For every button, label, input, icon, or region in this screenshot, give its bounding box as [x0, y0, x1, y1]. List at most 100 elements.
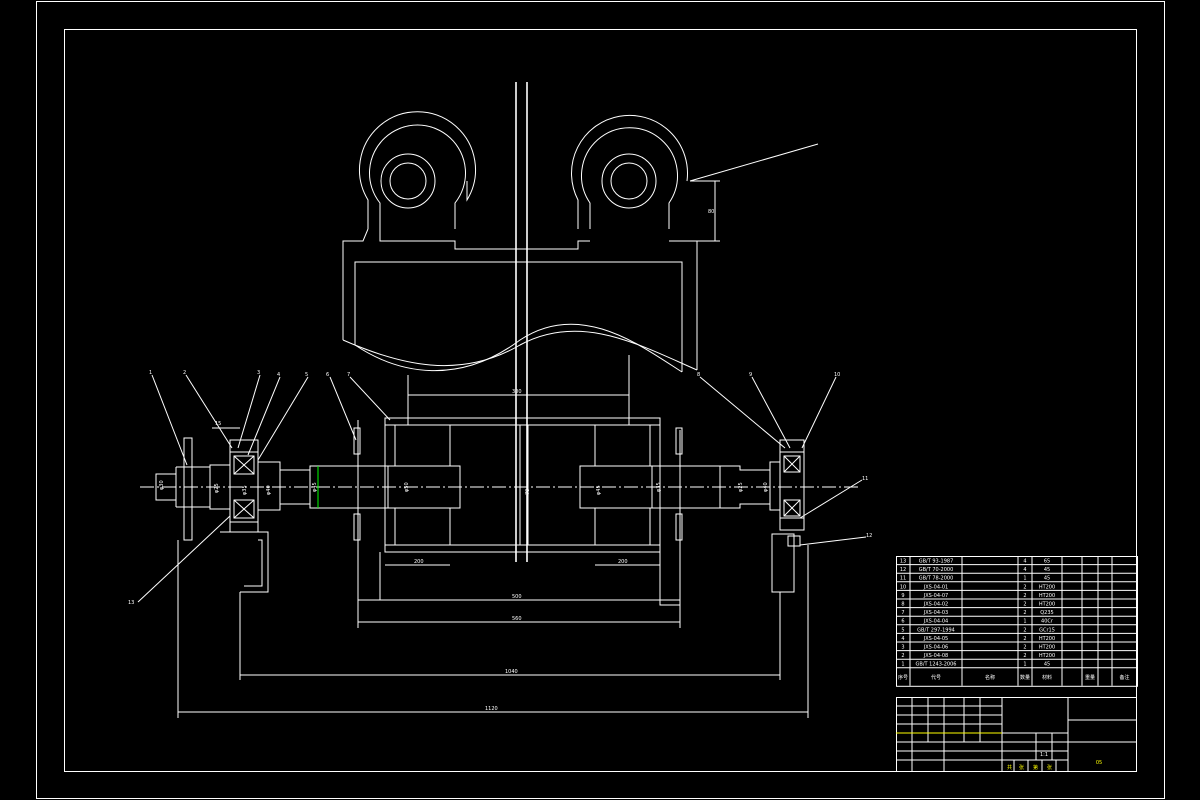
bom-header-name: 名称: [985, 674, 995, 681]
dim-bearing-span: 1040: [505, 669, 518, 675]
sheet-unit-label-2: 张: [1047, 764, 1052, 771]
bom-cell-qty: 2: [1023, 602, 1026, 608]
outer-border: [36, 1, 1165, 799]
bom-cell-code: JXS-04-04: [923, 619, 948, 625]
sheet-unit-label-1: 张: [1019, 764, 1024, 771]
dim-shaft-right: φ45: [596, 485, 602, 495]
bom-cell-no: 10: [900, 584, 906, 590]
callout-9: 9: [749, 372, 752, 378]
bom-header-code: 代号: [931, 674, 941, 681]
dim-left-d3: φ40: [266, 485, 272, 495]
dim-vertical-right: 80: [708, 209, 714, 215]
sheet-index-label: 第: [1033, 764, 1038, 771]
callout-11: 11: [862, 476, 868, 482]
bom-cell-material: 65: [1044, 559, 1050, 565]
dim-right-d3: φ40: [763, 482, 769, 492]
bom-cell-qty: 1: [1023, 576, 1026, 582]
bom-cell-no: 3: [901, 645, 904, 651]
dim-center-length: 70: [525, 489, 531, 495]
bom-cell-code: GB/T 78-2000: [919, 576, 954, 582]
bom-cell-material: HT200: [1039, 593, 1055, 599]
bom-cell-qty: 2: [1023, 627, 1026, 633]
callout-4: 4: [277, 372, 280, 378]
bom-cell-qty: 2: [1023, 584, 1026, 590]
bom-cell-no: 12: [900, 567, 906, 573]
dim-wheel-left: 200: [414, 559, 424, 565]
bom-cell-no: 7: [901, 610, 904, 616]
dim-left-d2: φ35: [242, 485, 248, 495]
dim-frame-inner: 300: [512, 389, 522, 395]
bom-cell-code: GB/T 93-1987: [919, 559, 954, 565]
bom-cell-code: JXS-04-02: [923, 602, 948, 608]
bom-cell-qty: 2: [1023, 636, 1026, 642]
callout-7: 7: [347, 372, 350, 378]
bom-cell-no: 6: [901, 619, 904, 625]
bom-cell-no: 4: [901, 636, 904, 642]
bom-cell-no: 9: [901, 593, 904, 599]
callout-10: 10: [834, 372, 840, 378]
callout-5: 5: [305, 372, 308, 378]
dim-left-length: 15: [215, 421, 221, 427]
dim-shaft-left: φ45: [312, 482, 318, 492]
bom-cell-qty: 2: [1023, 653, 1026, 659]
bom-cell-material: 45: [1044, 567, 1050, 573]
sheet-total-label: 共: [1007, 764, 1012, 771]
dim-outer-span: 560: [512, 616, 522, 622]
bom-cell-code: JXS-04-06: [923, 645, 948, 651]
callout-leaders: 1 2 3 4 5 6 7 8 9 10 11 12 13: [128, 370, 872, 606]
bom-header-weight: 重量: [1085, 674, 1095, 681]
bom-cell-material: HT200: [1039, 636, 1055, 642]
dim-right-d1: φ35: [656, 482, 662, 492]
title-block: 05 1:1 共 张 第 张: [896, 697, 1137, 772]
bom-cell-qty: 4: [1023, 567, 1026, 573]
bom-header-material: 材料: [1042, 674, 1052, 681]
bom-header-qty: 数量: [1020, 674, 1030, 681]
dim-total-length: 1120: [485, 706, 498, 712]
bom-cell-qty: 2: [1023, 610, 1026, 616]
bom-cell-material: Q235: [1040, 610, 1053, 616]
callout-1: 1: [149, 370, 152, 376]
dimension-lines: 200 200 500 560 1040 1120 15 φ30 φ25 φ35…: [159, 421, 809, 718]
bom-cell-no: 13: [900, 559, 906, 565]
bom-cell-code: JXS-04-05: [923, 636, 948, 642]
dim-right-d2: φ25: [738, 482, 744, 492]
callout-12: 12: [866, 533, 872, 539]
dim-left-d1: φ25: [214, 483, 220, 493]
bom-cell-material: 40Cr: [1041, 619, 1054, 625]
bom-cell-no: 5: [901, 627, 904, 633]
bom-cell-code: GB/T 70-2000: [919, 567, 954, 573]
bom-cell-code: JXS-04-07: [923, 593, 948, 599]
wheel-shaft-assembly: [140, 417, 860, 606]
bom-cell-qty: 4: [1023, 559, 1026, 565]
dim-wheel-right: 200: [618, 559, 628, 565]
bom-cell-material: 45: [1044, 576, 1050, 582]
callout-13: 13: [128, 600, 134, 606]
drawing-number: 05: [1096, 760, 1102, 766]
bom-cell-no: 8: [901, 602, 904, 608]
bom-cell-qty: 1: [1023, 662, 1026, 668]
dim-center-shaft: φ50: [404, 482, 410, 492]
bom-cell-material: HT200: [1039, 653, 1055, 659]
bom-cell-code: JXS-04-01: [923, 584, 948, 590]
bom-cell-material: 45: [1044, 662, 1050, 668]
bom-header-note: 备注: [1119, 674, 1129, 681]
bom-cell-no: 1: [901, 662, 904, 668]
bom-cell-code: JXS-04-08: [923, 653, 948, 659]
callout-2: 2: [183, 370, 186, 376]
bom-cell-material: HT200: [1039, 602, 1055, 608]
bom-cell-material: HT200: [1039, 645, 1055, 651]
callout-3: 3: [257, 370, 260, 376]
bom-header-no: 序号: [898, 674, 908, 681]
bom-cell-code: JXS-04-03: [923, 610, 948, 616]
dim-inner-span: 500: [512, 594, 522, 600]
bom-cell-qty: 1: [1023, 619, 1026, 625]
callout-8: 8: [697, 372, 700, 378]
bom-cell-material: HT200: [1039, 584, 1055, 590]
bom-cell-no: 11: [900, 576, 906, 582]
bom-cell-code: GB/T 297-1994: [917, 627, 955, 633]
drawing-scale: 1:1: [1040, 752, 1048, 758]
dim-left-bore: φ30: [159, 480, 165, 490]
bom-cell-qty: 2: [1023, 593, 1026, 599]
